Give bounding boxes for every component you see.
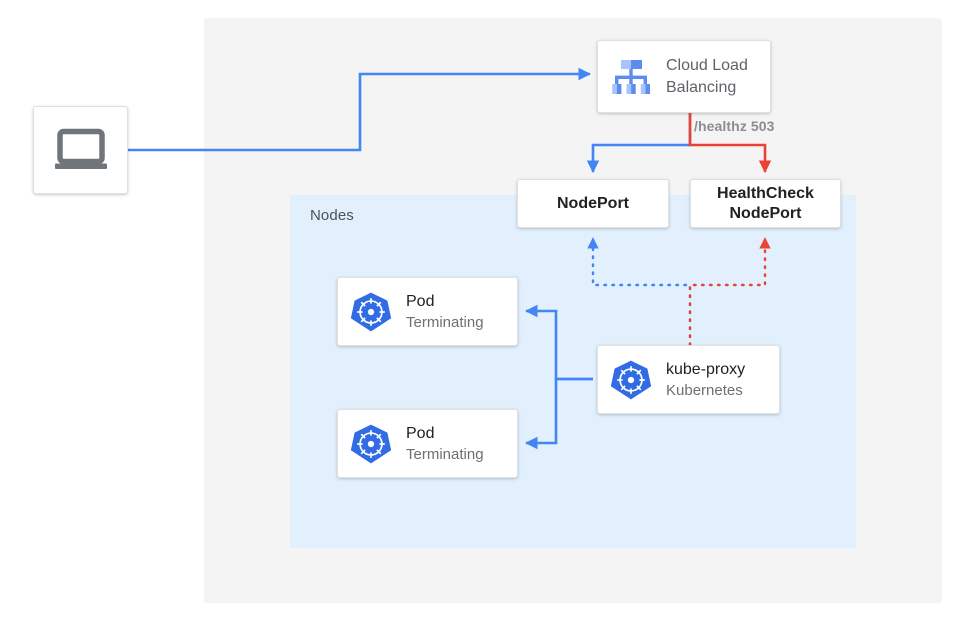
- kube-proxy-subtitle: Kubernetes: [666, 381, 743, 399]
- kubernetes-icon: [350, 291, 392, 333]
- cloud-load-balancing-card[interactable]: Cloud Load Balancing: [597, 40, 771, 113]
- kubernetes-icon: [610, 359, 652, 401]
- client-card[interactable]: [33, 106, 128, 194]
- cloud-load-balancing-line-1: Cloud Load: [666, 56, 748, 74]
- healthcheck-nodeport-line-2: NodePort: [729, 204, 802, 222]
- healthcheck-nodeport-card[interactable]: HealthCheck NodePort: [690, 179, 841, 228]
- pod-2-title: Pod: [406, 424, 435, 442]
- pod-1-status: Terminating: [406, 313, 484, 331]
- cloud-load-balancing-line-2: Balancing: [666, 78, 737, 96]
- healthcheck-nodeport-text: HealthCheck NodePort: [717, 184, 814, 224]
- cloud-load-balancing-icon: [608, 54, 654, 100]
- pod-2-status: Terminating: [406, 445, 484, 463]
- kube-proxy-text: kube-proxy Kubernetes: [666, 359, 745, 401]
- kube-proxy-title: kube-proxy: [666, 360, 746, 378]
- kube-proxy-card[interactable]: kube-proxy Kubernetes: [597, 345, 780, 414]
- pod-card-2[interactable]: Pod Terminating: [337, 409, 518, 478]
- pod-1-title: Pod: [406, 292, 435, 310]
- healthz-edge-label: /healthz 503: [694, 118, 775, 134]
- kubernetes-icon: [350, 423, 392, 465]
- pod-2-text: Pod Terminating: [406, 423, 484, 465]
- nodeport-card[interactable]: NodePort: [517, 179, 669, 228]
- healthcheck-nodeport-line-1: HealthCheck: [717, 184, 814, 202]
- laptop-icon: [53, 128, 109, 172]
- pod-1-text: Pod Terminating: [406, 291, 484, 333]
- nodeport-label: NodePort: [557, 194, 629, 212]
- nodes-panel-label: Nodes: [310, 207, 354, 224]
- cloud-load-balancing-text: Cloud Load Balancing: [666, 55, 748, 99]
- pod-card-1[interactable]: Pod Terminating: [337, 277, 518, 346]
